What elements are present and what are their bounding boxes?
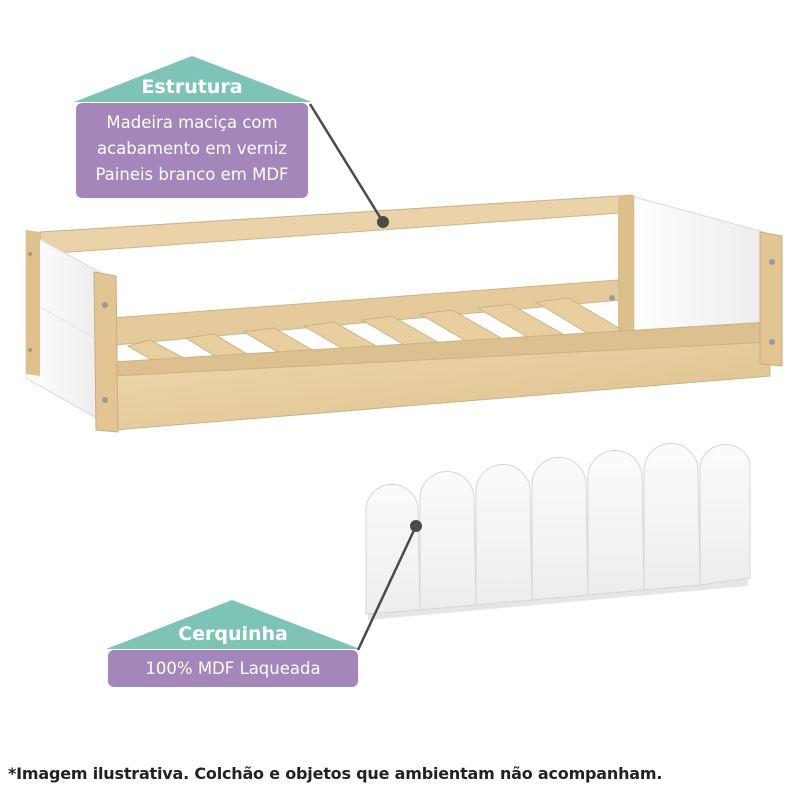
estrutura-line: Paineis branco em MDF xyxy=(95,165,289,184)
arched-fence xyxy=(365,443,751,620)
estrutura-leader-line xyxy=(308,103,385,223)
estrutura-title: Estrutura xyxy=(141,76,243,98)
fence-arch xyxy=(419,471,477,611)
cerquinha-leader-line xyxy=(356,525,418,651)
screws xyxy=(28,252,775,403)
front-left-post xyxy=(93,271,119,433)
fence-arch xyxy=(365,483,421,615)
footnote: *Imagem ilustrativa. Colchão e objetos q… xyxy=(8,764,663,783)
slat xyxy=(534,297,624,337)
estrutura-line: acabamento em verniz xyxy=(97,139,287,158)
fence-arch xyxy=(531,457,589,601)
fence-arch xyxy=(643,443,701,591)
left-rear-post xyxy=(26,230,40,376)
estrutura-callout-roof xyxy=(74,56,312,102)
cerquinha-callout-roof xyxy=(106,600,360,649)
cerquinha-title: Cerquinha xyxy=(178,623,288,645)
fence-arch xyxy=(587,450,645,596)
estrutura-line: Madeira maciça com xyxy=(106,113,278,132)
estrutura-leader-dot xyxy=(377,216,389,228)
cerquinha-description: 100% MDF Laqueada xyxy=(108,650,358,687)
front-right-post xyxy=(759,231,783,367)
fence-arch xyxy=(699,444,751,586)
fence-arch xyxy=(475,464,533,606)
bed-frame xyxy=(25,194,783,433)
right-rear-post xyxy=(618,195,634,333)
back-top-rail xyxy=(39,194,635,255)
cerquinha-leader-dot xyxy=(410,520,422,532)
estrutura-description: Madeira maciça com acabamento em verniz … xyxy=(76,103,308,198)
